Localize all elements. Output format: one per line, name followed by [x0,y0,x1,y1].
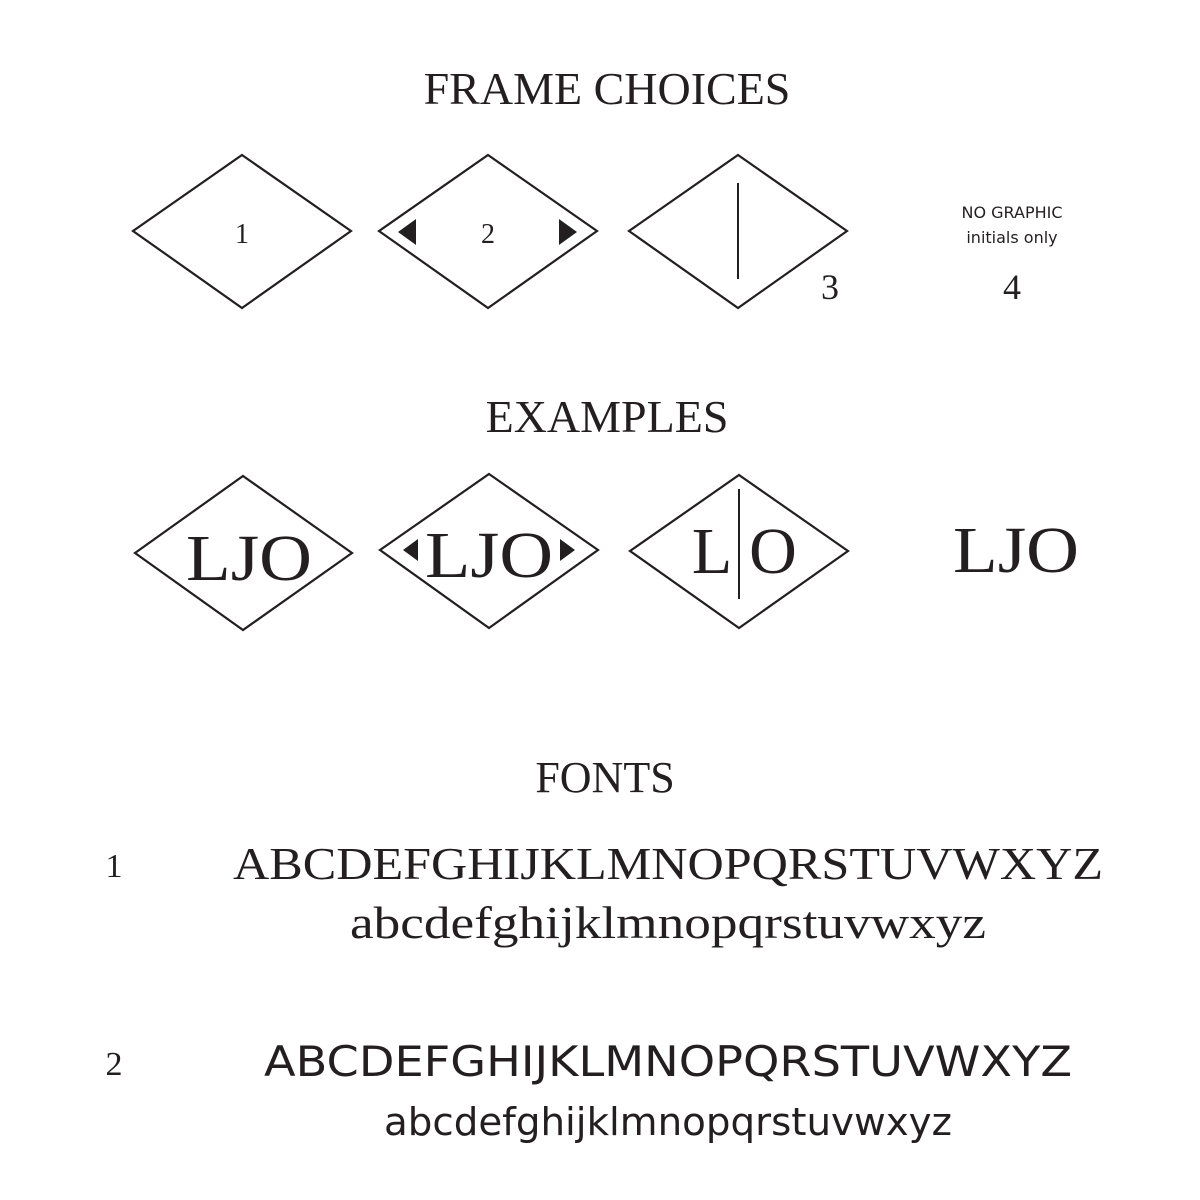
diamond-frame-icon [377,153,599,310]
frame-option-2[interactable]: 2 [377,153,599,310]
frame-number: 3 [821,267,839,307]
example-1: LJO [133,474,354,632]
example-initial-right: O [749,515,797,588]
example-monogram: LJO [186,522,312,595]
font-number: 2 [106,1046,123,1083]
right-triangle-icon [559,219,577,245]
frame-number: 4 [1003,267,1021,307]
example-monogram: LJO [953,514,1079,587]
frame-option-1[interactable]: 1 [131,153,353,310]
frame-option-4[interactable]: NO GRAPHIC initials only 4 [961,203,1062,307]
example-initial-left: L [692,515,732,588]
left-triangle-icon [403,539,418,561]
examples-title: EXAMPLES [486,391,729,442]
font-option-1[interactable]: 1 ABCDEFGHIJKLMNOPQRSTUVWXYZ abcdefghijk… [106,838,1104,948]
fonts-title: FONTS [535,753,674,802]
frame-option-3[interactable]: 3 [627,153,849,310]
example-4: LJO [953,514,1079,587]
diamond-frame-icon [627,153,849,310]
diamond-frame-icon [131,153,353,310]
example-monogram: LJO [425,519,553,592]
font-sample-uppercase: ABCDEFGHIJKLMNOPQRSTUVWXYZ [264,1037,1072,1086]
initials-only-label: initials only [966,228,1057,247]
frame-number: 2 [481,219,495,250]
example-3: L O [628,473,850,630]
font-sample-lowercase: abcdefghijklmnopqrstuvwxyz [384,1100,952,1144]
font-number: 1 [106,848,123,885]
right-triangle-icon [560,539,575,561]
diamond-frame-icon [628,473,850,630]
font-sample-uppercase: ABCDEFGHIJKLMNOPQRSTUVWXYZ [233,838,1103,889]
left-triangle-icon [398,219,416,245]
frame-number: 1 [235,219,249,250]
diamond-frame-icon [378,472,600,630]
example-2: LJO [378,472,600,630]
font-sample-lowercase: abcdefghijklmnopqrstuvwxyz [350,897,986,948]
diamond-frame-icon [133,474,354,632]
no-graphic-label: NO GRAPHIC [961,203,1062,222]
frame-choices-title: FRAME CHOICES [424,63,791,114]
font-option-2[interactable]: 2 ABCDEFGHIJKLMNOPQRSTUVWXYZ abcdefghijk… [106,1037,1073,1144]
